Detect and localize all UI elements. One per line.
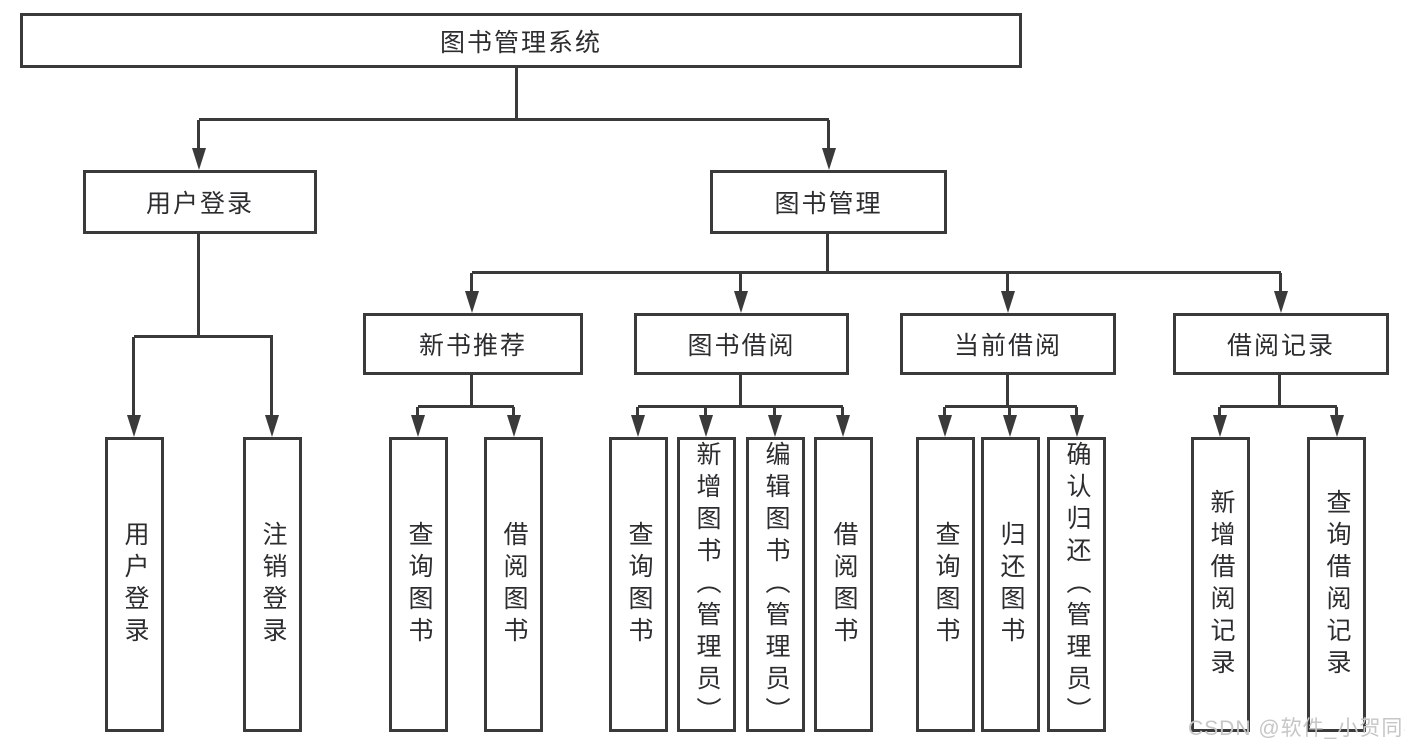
node-leaf-logout: 注销登录 — [243, 437, 302, 732]
connector-segment-borrowing-records-to-leaves — [1218, 407, 1221, 416]
arrowhead-down-book-borrowing-to-leaves — [836, 415, 850, 437]
connector-segment-current-borrowing-to-leaves — [945, 405, 1077, 408]
connector-segment-user-login-to-leaves — [270, 337, 273, 415]
node-leaf-return-book: 归还图书 — [981, 437, 1040, 732]
connector-segment-book-management-to-level3 — [739, 273, 742, 291]
connector-segment-root-to-level2 — [197, 120, 200, 150]
arrowhead-down-root-to-level2 — [822, 148, 836, 170]
connector-segment-book-management-to-level3 — [1006, 273, 1009, 291]
node-new-book-recommend: 新书推荐 — [363, 313, 583, 375]
arrowhead-down-current-borrowing-to-leaves — [938, 415, 952, 437]
node-label-leaf-query-book-2: 查询图书 — [625, 520, 653, 649]
arrowhead-down-book-management-to-level3 — [1274, 291, 1288, 313]
node-label-leaf-return-book: 归还图书 — [997, 520, 1025, 649]
arrowhead-down-book-management-to-level3 — [734, 291, 748, 313]
node-book-borrowing: 图书借阅 — [634, 313, 849, 375]
node-label-leaf-borrow-book-2: 借阅图书 — [830, 520, 858, 649]
node-leaf-user-login: 用户登录 — [105, 437, 164, 732]
node-label-book-management: 图书管理 — [774, 190, 883, 218]
node-leaf-confirm-return: 确认归还（管理员） — [1047, 437, 1106, 732]
node-leaf-borrow-book-2: 借阅图书 — [814, 437, 873, 732]
connector-segment-current-borrowing-to-leaves — [1075, 407, 1078, 416]
node-label-leaf-logout: 注销登录 — [259, 520, 287, 649]
node-label-leaf-add-book: 新增图书（管理员） — [693, 440, 721, 729]
arrowhead-down-book-borrowing-to-leaves — [699, 415, 713, 437]
connector-segment-new-book-recommend-to-leaves — [470, 375, 473, 407]
node-leaf-query-book-2: 查询图书 — [609, 437, 668, 732]
arrowhead-down-book-borrowing-to-leaves — [768, 415, 782, 437]
connector-segment-new-book-recommend-to-leaves — [416, 407, 419, 416]
node-leaf-add-book: 新增图书（管理员） — [677, 437, 736, 732]
connector-segment-new-book-recommend-to-leaves — [512, 407, 515, 416]
connector-segment-borrowing-records-to-leaves — [1220, 405, 1337, 408]
node-leaf-edit-book: 编辑图书（管理员） — [746, 437, 805, 732]
connector-segment-borrowing-records-to-leaves — [1278, 375, 1281, 407]
connector-segment-book-management-to-level3 — [1279, 273, 1282, 291]
arrowhead-down-new-book-recommend-to-leaves — [411, 415, 425, 437]
connector-segment-book-borrowing-to-leaves — [841, 407, 844, 416]
arrowhead-down-book-management-to-level3 — [465, 291, 479, 313]
connector-segment-book-borrowing-to-leaves — [739, 375, 742, 407]
connector-segment-user-login-to-leaves — [197, 234, 200, 337]
node-label-leaf-user-login: 用户登录 — [121, 520, 149, 649]
arrowhead-down-borrowing-records-to-leaves — [1213, 415, 1227, 437]
connector-segment-current-borrowing-to-leaves — [1006, 375, 1009, 407]
node-label-leaf-edit-book: 编辑图书（管理员） — [762, 440, 790, 729]
arrowhead-down-borrowing-records-to-leaves — [1330, 415, 1344, 437]
connector-segment-new-book-recommend-to-leaves — [418, 405, 514, 408]
node-label-leaf-add-borrow-record: 新增借阅记录 — [1207, 488, 1235, 681]
arrowhead-down-current-borrowing-to-leaves — [1003, 415, 1017, 437]
node-label-current-borrowing: 当前借阅 — [953, 332, 1062, 360]
node-book-management: 图书管理 — [710, 170, 947, 234]
node-label-book-borrowing: 图书借阅 — [687, 332, 796, 360]
arrowhead-down-book-management-to-level3 — [1001, 291, 1015, 313]
node-leaf-borrow-book-1: 借阅图书 — [484, 437, 543, 732]
node-root: 图书管理系统 — [20, 13, 1022, 68]
connector-segment-root-to-level2 — [827, 120, 830, 150]
connector-segment-book-borrowing-to-leaves — [704, 407, 707, 416]
node-borrowing-records: 借阅记录 — [1173, 313, 1389, 375]
connector-segment-book-borrowing-to-leaves — [636, 407, 639, 416]
connector-segment-current-borrowing-to-leaves — [943, 407, 946, 416]
node-user-login: 用户登录 — [83, 170, 317, 234]
node-label-user-login: 用户登录 — [145, 190, 254, 218]
connector-segment-user-login-to-leaves — [134, 335, 273, 338]
connector-segment-user-login-to-leaves — [132, 337, 135, 415]
node-current-borrowing: 当前借阅 — [900, 313, 1116, 375]
arrowhead-down-current-borrowing-to-leaves — [1070, 415, 1084, 437]
arrowhead-down-user-login-to-leaves — [265, 415, 279, 437]
connector-segment-book-management-to-level3 — [826, 234, 829, 273]
node-label-new-book-recommend: 新书推荐 — [418, 332, 527, 360]
connector-segment-current-borrowing-to-leaves — [1008, 407, 1011, 416]
node-label-leaf-borrow-book-1: 借阅图书 — [500, 520, 528, 649]
arrowhead-down-user-login-to-leaves — [127, 415, 141, 437]
node-label-root: 图书管理系统 — [439, 28, 602, 57]
arrowhead-down-new-book-recommend-to-leaves — [507, 415, 521, 437]
node-label-leaf-query-book-3: 查询图书 — [932, 520, 960, 649]
connector-segment-book-borrowing-to-leaves — [638, 405, 843, 408]
connector-segment-book-management-to-level3 — [470, 273, 473, 291]
node-label-leaf-query-book-1: 查询图书 — [405, 520, 433, 649]
node-label-leaf-confirm-return: 确认归还（管理员） — [1063, 440, 1091, 729]
node-leaf-query-book-1: 查询图书 — [389, 437, 448, 732]
connector-segment-root-to-level2 — [515, 68, 518, 120]
node-leaf-add-borrow-record: 新增借阅记录 — [1191, 437, 1250, 732]
arrowhead-down-root-to-level2 — [192, 148, 206, 170]
connector-segment-book-borrowing-to-leaves — [773, 407, 776, 416]
node-leaf-query-book-3: 查询图书 — [916, 437, 975, 732]
connector-segment-root-to-level2 — [199, 118, 829, 121]
node-label-leaf-query-borrow-record: 查询借阅记录 — [1323, 488, 1351, 681]
watermark-text: CSDN @软件_小贺同学 — [1188, 717, 1405, 740]
node-label-borrowing-records: 借阅记录 — [1226, 332, 1335, 360]
connector-segment-borrowing-records-to-leaves — [1335, 407, 1338, 416]
connector-segment-book-management-to-level3 — [472, 271, 1281, 274]
arrowhead-down-book-borrowing-to-leaves — [631, 415, 645, 437]
node-leaf-query-borrow-record: 查询借阅记录 — [1307, 437, 1366, 732]
